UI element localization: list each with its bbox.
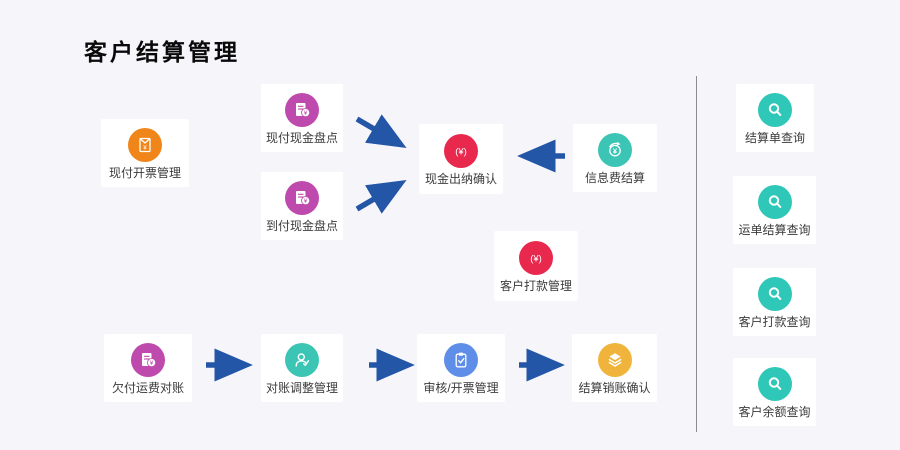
flow-node-owed-freight-reconcile[interactable]: ¥ 欠付运费对账 (104, 334, 192, 402)
search-icon (757, 184, 792, 219)
invoice-icon: ¥ (128, 127, 162, 162)
cash-count-icon: ¥ (131, 342, 165, 377)
query-item-settlement-bill[interactable]: 结算单查询 (736, 84, 814, 152)
yuan-glyph: ¥ (304, 198, 308, 204)
flow-node-collect-cash-count[interactable]: ¥ 到付现金盘点 (261, 172, 343, 240)
flow-node-label: 现金出纳确认 (424, 171, 497, 186)
arrow-collect-count-to-cashier (355, 179, 407, 214)
flow-node-prepaid-cash-count[interactable]: ¥ 现付现金盘点 (261, 84, 343, 152)
query-item-label: 结算单查询 (744, 130, 805, 145)
flow-node-label: 对账调整管理 (265, 380, 338, 395)
flow-node-customer-payment-mgmt[interactable]: (¥) 客户打款管理 (494, 231, 578, 301)
layers-icon (597, 342, 632, 377)
flow-node-cashier-confirm[interactable]: (¥) 现金出纳确认 (419, 124, 503, 194)
search-icon (758, 92, 792, 127)
flow-node-label: 审核/开票管理 (423, 380, 499, 395)
yuan-paren-glyph: (¥) (530, 253, 542, 264)
cash-count-icon: ¥ (285, 92, 319, 127)
flow-node-label: 到付现金盘点 (265, 218, 338, 233)
flow-node-label: 结算销账确认 (578, 380, 651, 395)
flow-node-audit-invoicing-mgmt[interactable]: 审核/开票管理 (417, 334, 505, 402)
flow-node-label: 客户打款管理 (499, 278, 572, 293)
flow-node-reconcile-adjust-mgmt[interactable]: 对账调整管理 (261, 334, 343, 402)
arrow-cash-count-to-cashier (355, 114, 407, 149)
flow-node-settlement-writeoff-confirm[interactable]: 结算销账确认 (572, 334, 657, 402)
search-icon (757, 276, 792, 311)
query-item-label: 客户打款查询 (738, 314, 811, 329)
yuan-glyph: ¥ (150, 360, 154, 366)
search-icon (757, 366, 792, 401)
clipboard-check-icon (444, 342, 478, 377)
cash-yuan-icon: (¥) (444, 133, 478, 168)
cash-count-icon: ¥ (285, 180, 319, 215)
user-adjust-icon (285, 342, 319, 377)
section-divider (696, 76, 697, 432)
cash-yuan-icon: (¥) (519, 240, 553, 275)
yuan-glyph: ¥ (143, 144, 147, 151)
fee-settlement-icon: ¥ (598, 132, 632, 167)
flow-node-info-fee-settlement[interactable]: ¥ 信息费结算 (573, 124, 657, 192)
flow-node-label: 现付开票管理 (108, 165, 181, 180)
query-item-label: 运单结算查询 (738, 222, 811, 237)
flow-node-label: 欠付运费对账 (111, 380, 184, 395)
yuan-paren-glyph: (¥) (455, 146, 467, 157)
flow-node-label: 信息费结算 (584, 170, 645, 185)
query-item-customer-payment[interactable]: 客户打款查询 (733, 268, 816, 336)
query-item-waybill-settlement[interactable]: 运单结算查询 (733, 176, 816, 244)
query-item-label: 客户余额查询 (738, 404, 811, 419)
query-item-customer-balance[interactable]: 客户余额查询 (733, 358, 816, 426)
flow-node-label: 现付现金盘点 (265, 130, 338, 145)
flow-node-prepaid-invoicing[interactable]: ¥ 现付开票管理 (101, 119, 189, 187)
yuan-glyph: ¥ (613, 146, 618, 155)
page-title: 客户结算管理 (84, 39, 240, 66)
yuan-glyph: ¥ (304, 110, 308, 116)
